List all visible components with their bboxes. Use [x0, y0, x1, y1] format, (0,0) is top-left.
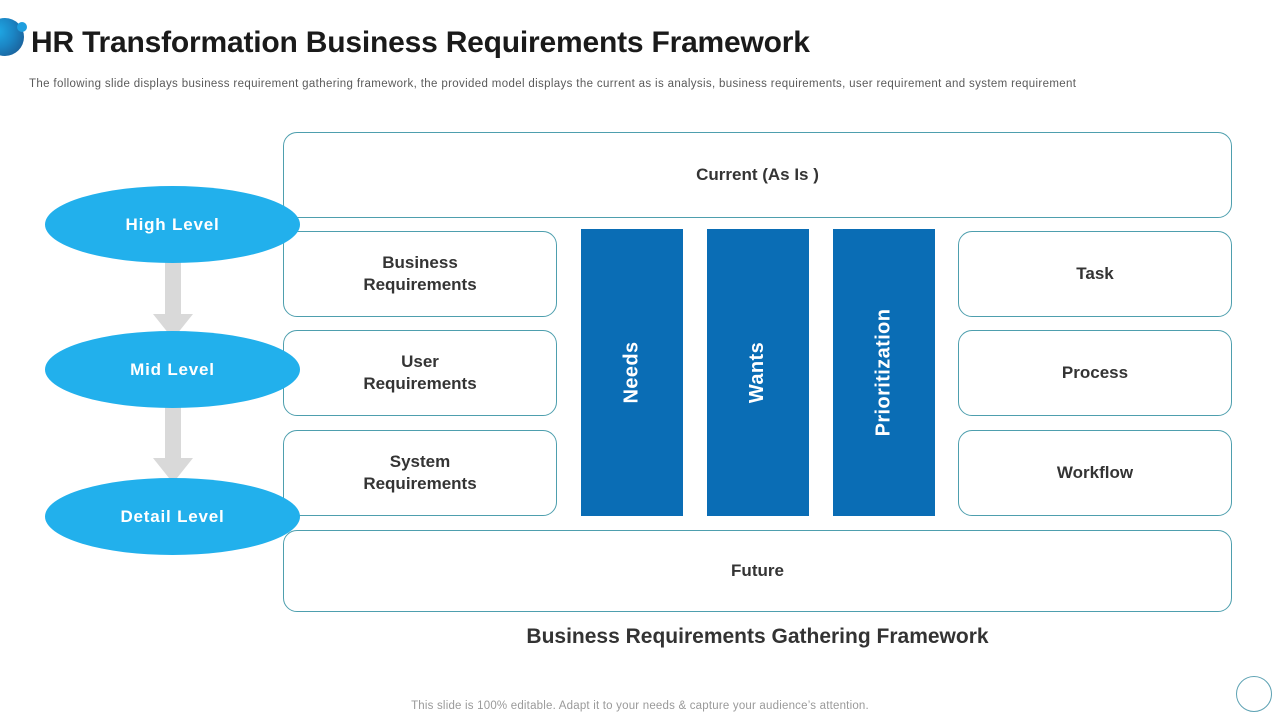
box-task[interactable]: Task — [958, 231, 1232, 317]
page-subtitle: The following slide displays business re… — [29, 78, 1077, 90]
level-ellipse-mid[interactable]: Mid Level — [45, 331, 300, 408]
diagram-caption: Business Requirements Gathering Framewor… — [526, 625, 989, 648]
brand-dot-logo-icon — [0, 18, 27, 56]
arrow-down-icon-mid-to-detail — [153, 402, 193, 483]
box-system-requirements-label: System Requirements — [363, 452, 477, 493]
box-process[interactable]: Process — [958, 330, 1232, 416]
box-business-requirements-label: Business Requirements — [363, 253, 477, 294]
bar-needs-label: Needs — [620, 341, 643, 404]
outline-circle-icon — [1236, 676, 1272, 712]
band-future[interactable]: Future — [283, 530, 1232, 612]
bar-wants[interactable]: Wants — [707, 229, 809, 516]
bar-needs[interactable]: Needs — [581, 229, 683, 516]
level-ellipse-high[interactable]: High Level — [45, 186, 300, 263]
footer-note: This slide is 100% editable. Adapt it to… — [411, 700, 869, 712]
page-title: HR Transformation Business Requirements … — [31, 26, 810, 59]
bar-prioritization[interactable]: Prioritization — [833, 229, 935, 516]
bar-wants-label: Wants — [746, 341, 769, 404]
box-business-requirements[interactable]: Business Requirements — [283, 231, 557, 317]
band-current-as-is[interactable]: Current (As Is ) — [283, 132, 1232, 218]
bar-prioritization-label: Prioritization — [872, 308, 895, 437]
box-user-requirements[interactable]: User Requirements — [283, 330, 557, 416]
level-ellipse-detail[interactable]: Detail Level — [45, 478, 300, 555]
box-system-requirements[interactable]: System Requirements — [283, 430, 557, 516]
box-workflow[interactable]: Workflow — [958, 430, 1232, 516]
arrow-down-icon-high-to-mid — [153, 258, 193, 339]
box-user-requirements-label: User Requirements — [363, 352, 477, 393]
